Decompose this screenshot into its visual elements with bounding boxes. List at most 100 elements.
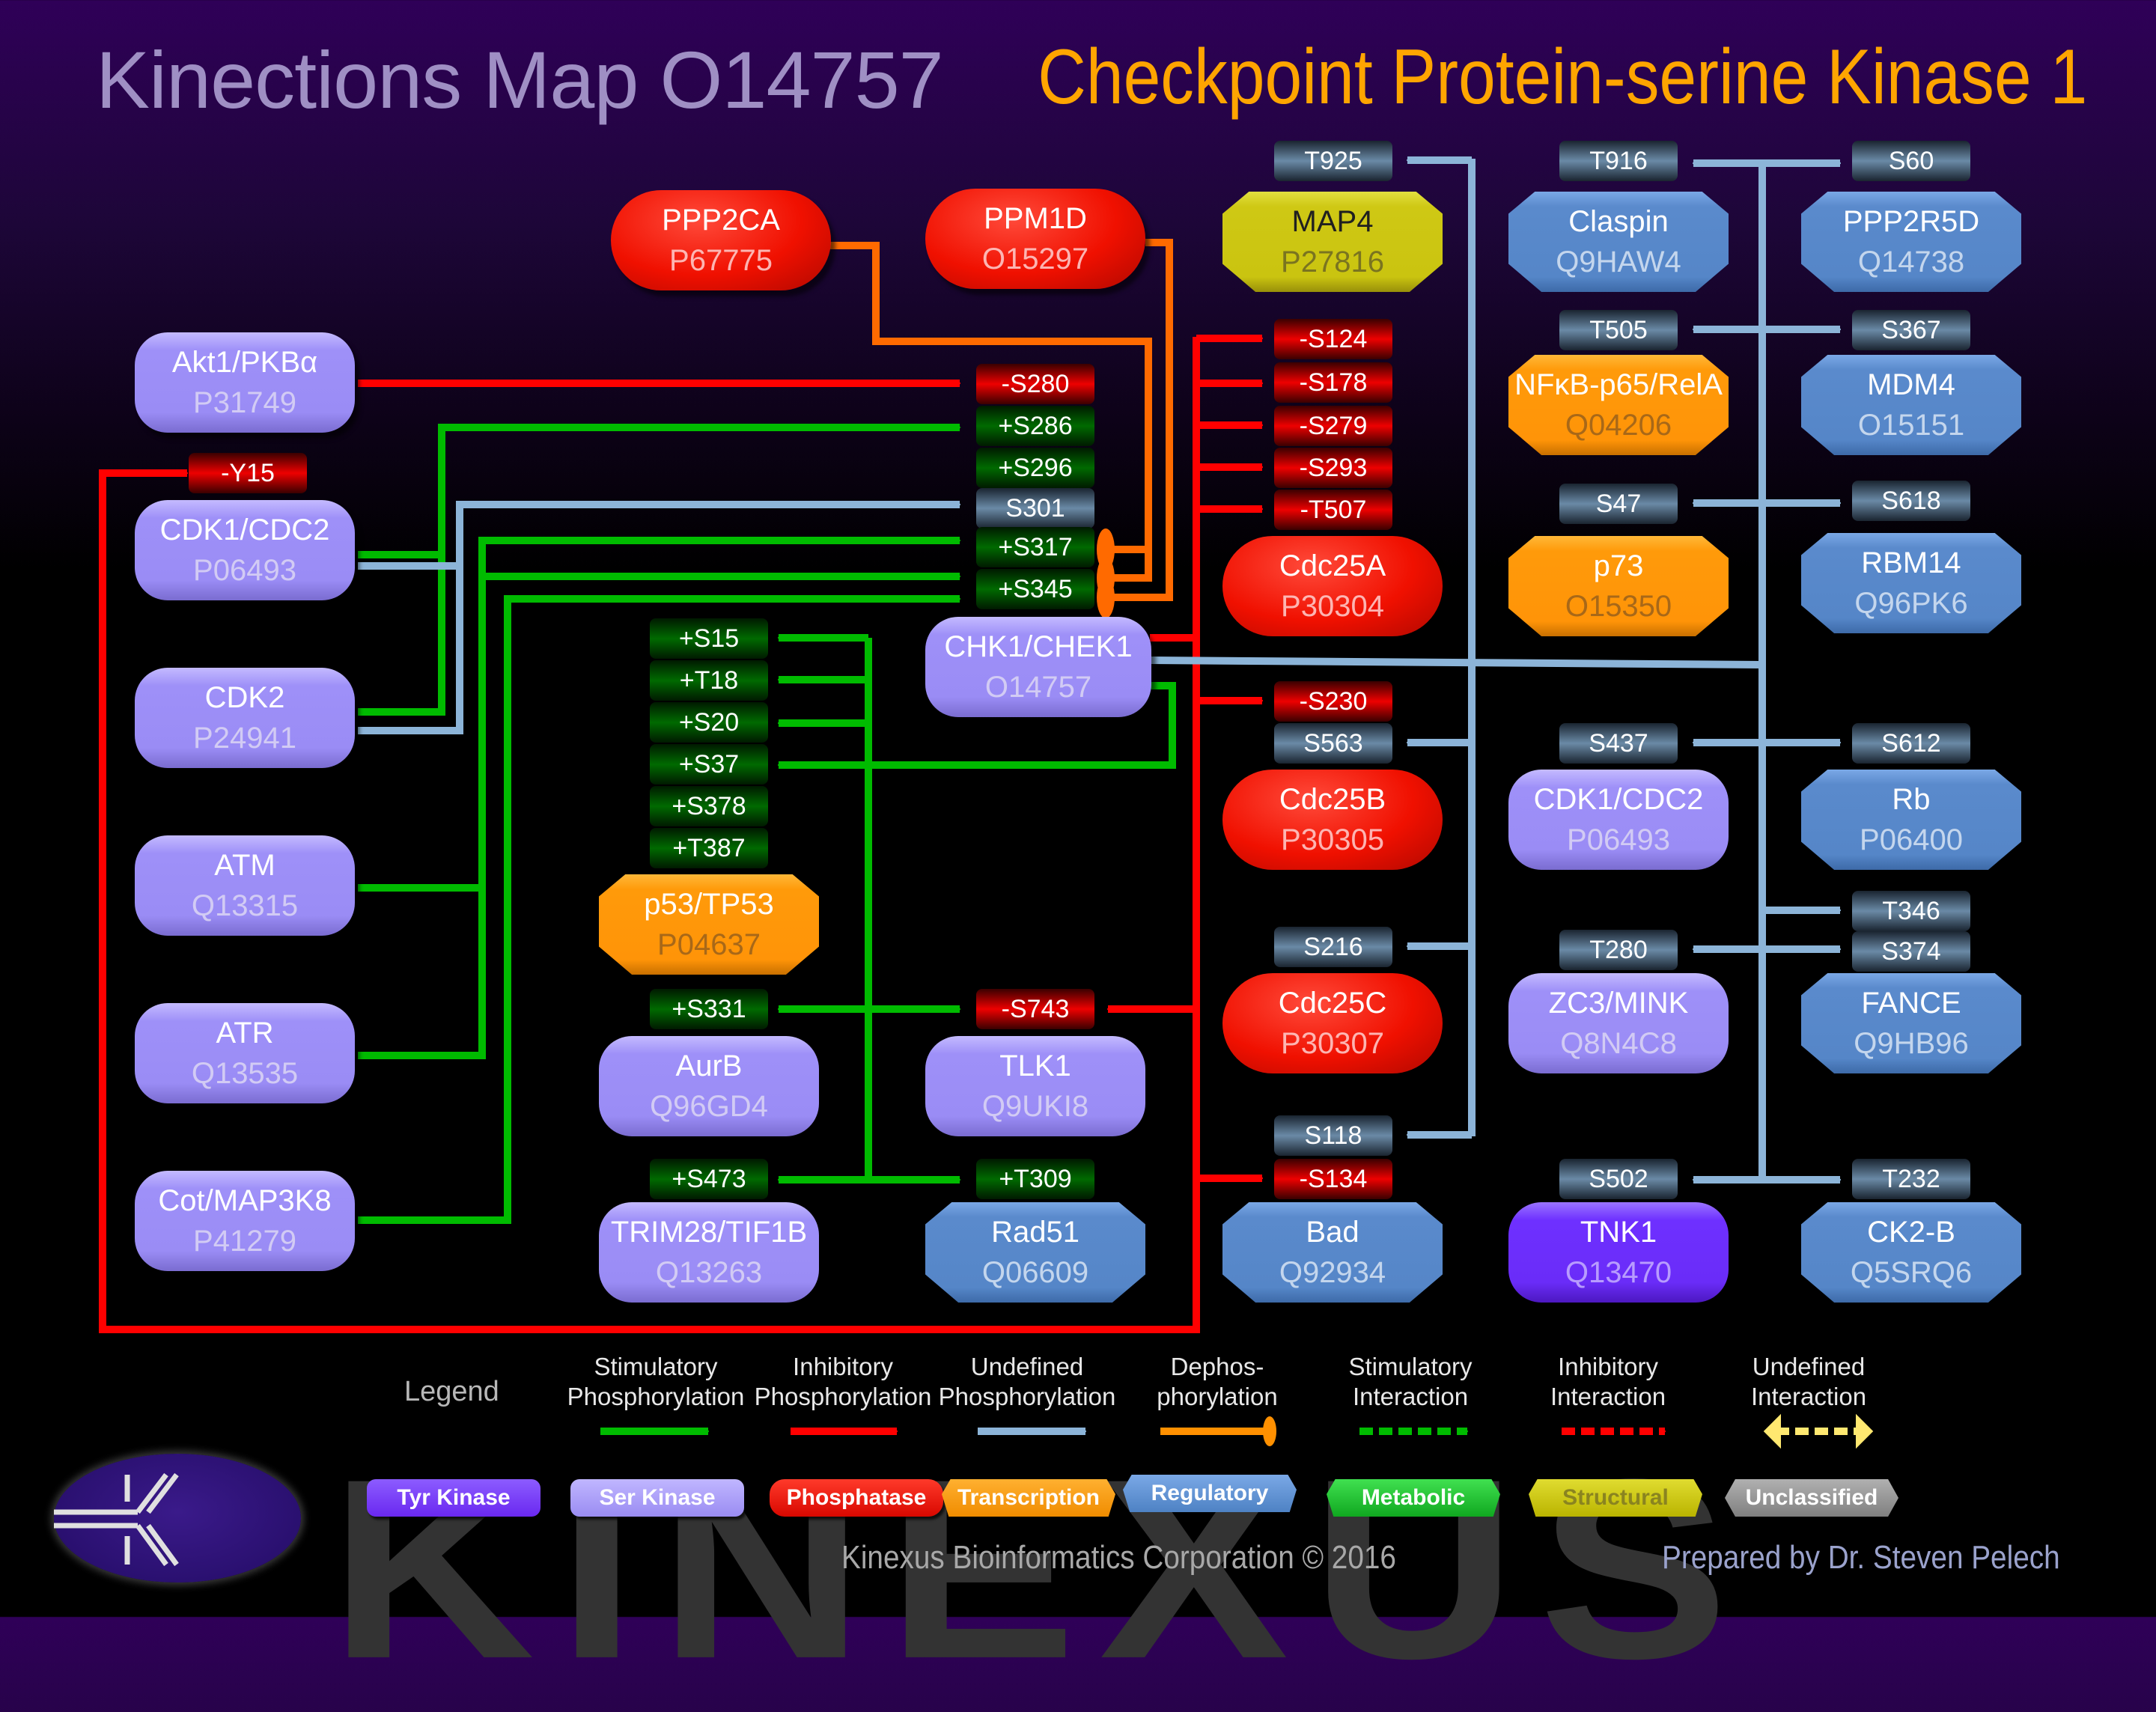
node-ppp2ca[interactable]: PPP2CA P67775 bbox=[611, 190, 831, 290]
node-p53[interactable]: p53/TP53 P04637 bbox=[599, 874, 819, 975]
node-accession: P67775 bbox=[669, 244, 773, 277]
site-p53-s20[interactable]: +S20 bbox=[650, 702, 768, 743]
site-p53-s37[interactable]: +S37 bbox=[650, 744, 768, 785]
site-cdc25a-t507[interactable]: -T507 bbox=[1274, 490, 1392, 530]
site-ppp2r5d-s60[interactable]: S60 bbox=[1852, 141, 1970, 181]
node-accession: O15350 bbox=[1565, 590, 1672, 623]
site-cdc25c-s216[interactable]: S216 bbox=[1274, 927, 1392, 967]
site-ck2b-t232[interactable]: T232 bbox=[1852, 1159, 1970, 1199]
node-cot[interactable]: Cot/MAP3K8 P41279 bbox=[135, 1171, 355, 1271]
node-name: Cdc25A bbox=[1279, 549, 1386, 582]
site-s345[interactable]: +S345 bbox=[976, 569, 1094, 609]
node-accession: Q13470 bbox=[1565, 1256, 1672, 1289]
site-mdm4-s367[interactable]: S367 bbox=[1852, 310, 1970, 350]
node-accession: Q13535 bbox=[191, 1057, 299, 1090]
site-s286[interactable]: +S286 bbox=[976, 406, 1094, 446]
site-bad-s134[interactable]: -S134 bbox=[1274, 1159, 1392, 1199]
edge-cdk1-s286 bbox=[358, 424, 960, 558]
legend-inhib-phos: Inhibitory Phosphorylation bbox=[754, 1353, 932, 1410]
site-cdc25a-s124[interactable]: -S124 bbox=[1274, 319, 1392, 359]
node-cdk2[interactable]: CDK2 P24941 bbox=[135, 668, 355, 768]
node-cdk1-left[interactable]: CDK1/CDC2 P06493 bbox=[135, 500, 355, 600]
node-p73[interactable]: p73 O15350 bbox=[1508, 536, 1729, 636]
node-name: CK2-B bbox=[1867, 1216, 1955, 1249]
node-name: PPP2R5D bbox=[1842, 205, 1980, 238]
edge-ppp2ca-dephos bbox=[823, 242, 1152, 553]
node-ppp2r5d[interactable]: PPP2R5D Q14738 bbox=[1801, 192, 2021, 292]
legend-chip-transcription: Transcription bbox=[942, 1479, 1115, 1517]
legend-title: Legend bbox=[404, 1376, 499, 1407]
node-zc3[interactable]: ZC3/MINK Q8N4C8 bbox=[1508, 973, 1729, 1073]
node-atm[interactable]: ATM Q13315 bbox=[135, 835, 355, 936]
site-claspin-t916[interactable]: T916 bbox=[1559, 141, 1678, 181]
site-p53-s15[interactable]: +S15 bbox=[650, 618, 768, 659]
node-trim28[interactable]: TRIM28/TIF1B Q13263 bbox=[599, 1202, 819, 1303]
node-name: PPP2CA bbox=[662, 204, 780, 237]
node-chk1[interactable]: CHK1/CHEK1 O14757 bbox=[925, 617, 1151, 717]
edge-chk1-p53-trunk bbox=[779, 682, 1176, 769]
site-cdk1-s437[interactable]: S437 bbox=[1559, 723, 1678, 764]
site-cdc25b-s230[interactable]: -S230 bbox=[1274, 681, 1392, 722]
site-s301[interactable]: S301 bbox=[976, 488, 1094, 528]
site-cdc25a-s279[interactable]: -S279 bbox=[1274, 406, 1392, 446]
node-ck2b[interactable]: CK2-B Q5SRQ6 bbox=[1801, 1202, 2021, 1303]
node-rad51[interactable]: Rad51 Q06609 bbox=[925, 1202, 1145, 1303]
node-tlk1[interactable]: TLK1 Q9UKI8 bbox=[925, 1036, 1145, 1136]
site-p53-t18[interactable]: +T18 bbox=[650, 660, 768, 701]
site-s296[interactable]: +S296 bbox=[976, 448, 1094, 488]
node-accession: P06493 bbox=[193, 554, 296, 587]
node-fance[interactable]: FANCE Q9HB96 bbox=[1801, 973, 2021, 1073]
node-rb[interactable]: Rb P06400 bbox=[1801, 770, 2021, 870]
node-claspin[interactable]: Claspin Q9HAW4 bbox=[1508, 192, 1729, 292]
site-aurb-s331[interactable]: +S331 bbox=[650, 989, 768, 1029]
site-trim28-s473[interactable]: +S473 bbox=[650, 1159, 768, 1199]
site-y15[interactable]: -Y15 bbox=[189, 453, 307, 493]
site-s280[interactable]: -S280 bbox=[976, 364, 1094, 404]
node-name: FANCE bbox=[1861, 987, 1961, 1020]
node-name: Akt1/PKBα bbox=[171, 346, 318, 379]
node-map4[interactable]: MAP4 P27816 bbox=[1222, 192, 1443, 292]
site-zc3-t280[interactable]: T280 bbox=[1559, 930, 1678, 970]
node-accession: Q13315 bbox=[191, 889, 299, 922]
node-ppm1d[interactable]: PPM1D O15297 bbox=[925, 189, 1145, 289]
site-rad51-t309[interactable]: +T309 bbox=[976, 1159, 1094, 1199]
site-fance-t346[interactable]: T346 bbox=[1852, 891, 1970, 931]
site-p53-s378[interactable]: +S378 bbox=[650, 786, 768, 826]
site-map4-t925[interactable]: T925 bbox=[1274, 141, 1392, 181]
node-nfkb[interactable]: NFκB-p65/RelA Q04206 bbox=[1508, 355, 1729, 455]
site-p73-s47[interactable]: S47 bbox=[1559, 484, 1678, 524]
site-s317[interactable]: +S317 bbox=[976, 527, 1094, 567]
node-cdc25c[interactable]: Cdc25C P30307 bbox=[1222, 973, 1443, 1073]
legend-undef-int-head-left bbox=[1763, 1413, 1781, 1449]
site-cdc25a-s178[interactable]: -S178 bbox=[1274, 362, 1392, 403]
node-aurb[interactable]: AurB Q96GD4 bbox=[599, 1036, 819, 1136]
node-tnk1[interactable]: TNK1 Q13470 bbox=[1508, 1202, 1729, 1303]
node-name: RBM14 bbox=[1861, 546, 1961, 579]
site-nfkb-t505[interactable]: T505 bbox=[1559, 310, 1678, 350]
node-cdc25b[interactable]: Cdc25B P30305 bbox=[1222, 770, 1443, 870]
site-p53-t387[interactable]: +T387 bbox=[650, 828, 768, 868]
node-accession: Q14738 bbox=[1857, 246, 1965, 278]
node-accession: Q9HB96 bbox=[1854, 1027, 1969, 1060]
site-fance-s374[interactable]: S374 bbox=[1852, 931, 1970, 972]
node-name: TNK1 bbox=[1580, 1216, 1657, 1249]
node-rbm14[interactable]: RBM14 Q96PK6 bbox=[1801, 533, 2021, 633]
node-atr[interactable]: ATR Q13535 bbox=[135, 1003, 355, 1103]
prepared-by-text: Prepared by Dr. Steven Pelech bbox=[1662, 1539, 2060, 1576]
site-tlk1-s743[interactable]: -S743 bbox=[976, 989, 1094, 1029]
node-mdm4[interactable]: MDM4 O15151 bbox=[1801, 355, 2021, 455]
node-accession: Q9UKI8 bbox=[981, 1090, 1089, 1123]
node-cdc25a[interactable]: Cdc25A P30304 bbox=[1222, 536, 1443, 636]
site-rbm14-s618[interactable]: S618 bbox=[1852, 481, 1970, 521]
site-tnk1-s502[interactable]: S502 bbox=[1559, 1159, 1678, 1199]
site-cdc25a-s293[interactable]: -S293 bbox=[1274, 448, 1392, 488]
node-accession: P06493 bbox=[1567, 823, 1670, 856]
node-name: Rb bbox=[1892, 783, 1931, 816]
site-cdc25b-s563[interactable]: S563 bbox=[1274, 723, 1392, 764]
node-cdk1-right[interactable]: CDK1/CDC2 P06493 bbox=[1508, 770, 1729, 870]
site-rb-s612[interactable]: S612 bbox=[1852, 723, 1970, 764]
site-bad-s118[interactable]: S118 bbox=[1274, 1115, 1392, 1156]
node-bad[interactable]: Bad Q92934 bbox=[1222, 1202, 1443, 1303]
node-akt1[interactable]: Akt1/PKBα P31749 bbox=[135, 332, 355, 433]
legend-chip-phosphatase: Phosphatase bbox=[770, 1479, 943, 1517]
